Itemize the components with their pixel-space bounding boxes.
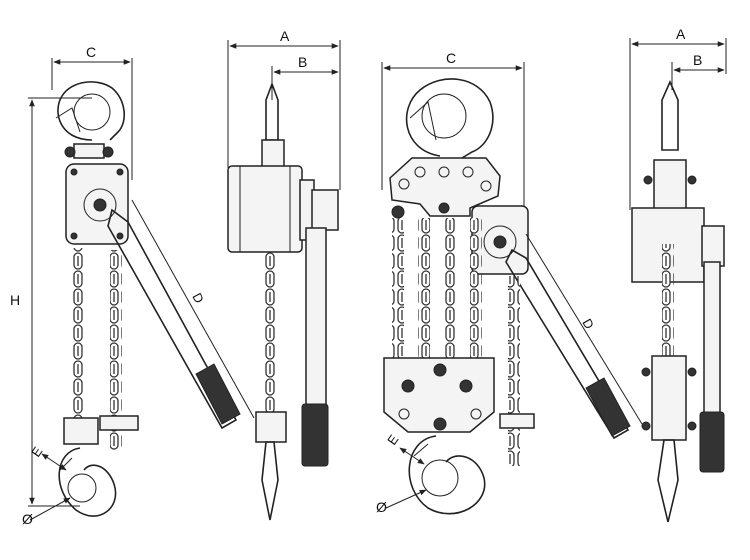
load-chain-side [662, 244, 674, 360]
bottom-hook-side [657, 439, 679, 523]
label-d: D [579, 316, 597, 332]
top-plate [389, 157, 501, 219]
dimension-b: B [271, 54, 339, 100]
label-c: C [446, 50, 456, 66]
slack-chain [508, 276, 520, 466]
bottom-block [383, 357, 495, 433]
lever-handle-side [699, 261, 725, 473]
top-hook-side [661, 80, 679, 151]
label-e: E [28, 444, 45, 460]
dimension-phi: Ø [376, 489, 427, 515]
load-chain-4 [470, 218, 482, 358]
label-b: B [693, 52, 702, 68]
figure-large-hoist-front: C D [376, 50, 643, 515]
load-chain-2 [418, 218, 430, 358]
lever-handle-side [301, 227, 329, 467]
label-c: C [86, 44, 96, 60]
bottom-hook [58, 415, 139, 517]
bottom-hook-side [255, 411, 287, 521]
lever-handle: D [505, 233, 643, 440]
figure-large-hoist-side: A B [629, 26, 727, 523]
dimension-c: C [51, 44, 133, 180]
figure-small-hoist-side: A B [227, 28, 341, 521]
label-d: D [189, 290, 207, 305]
top-hook [55, 81, 125, 159]
dimension-e: E [384, 432, 425, 465]
dimension-b: B [671, 52, 725, 90]
hoist-body [65, 163, 129, 245]
dimension-a: A [227, 28, 341, 190]
figure-small-hoist-front: C H [10, 44, 255, 527]
dimension-phi: Ø [22, 497, 71, 527]
load-chain-3 [444, 218, 456, 358]
lever-handle: D [107, 199, 255, 430]
label-e: E [384, 432, 401, 448]
dimension-c: C [381, 50, 525, 220]
hoist-body-side [227, 165, 339, 253]
dimension-e: E [28, 444, 67, 471]
load-chain-1 [392, 218, 404, 358]
label-a: A [676, 26, 686, 42]
label-phi: Ø [22, 511, 33, 527]
load-chain-side [264, 252, 276, 412]
lower-block-side [641, 355, 697, 441]
label-a: A [280, 28, 290, 44]
label-b: B [298, 54, 307, 70]
label-phi: Ø [376, 499, 387, 515]
load-chain [72, 248, 84, 418]
top-hook [405, 78, 494, 159]
label-h: H [10, 292, 20, 308]
dimension-a: A [629, 26, 727, 210]
slack-chain [110, 250, 122, 450]
